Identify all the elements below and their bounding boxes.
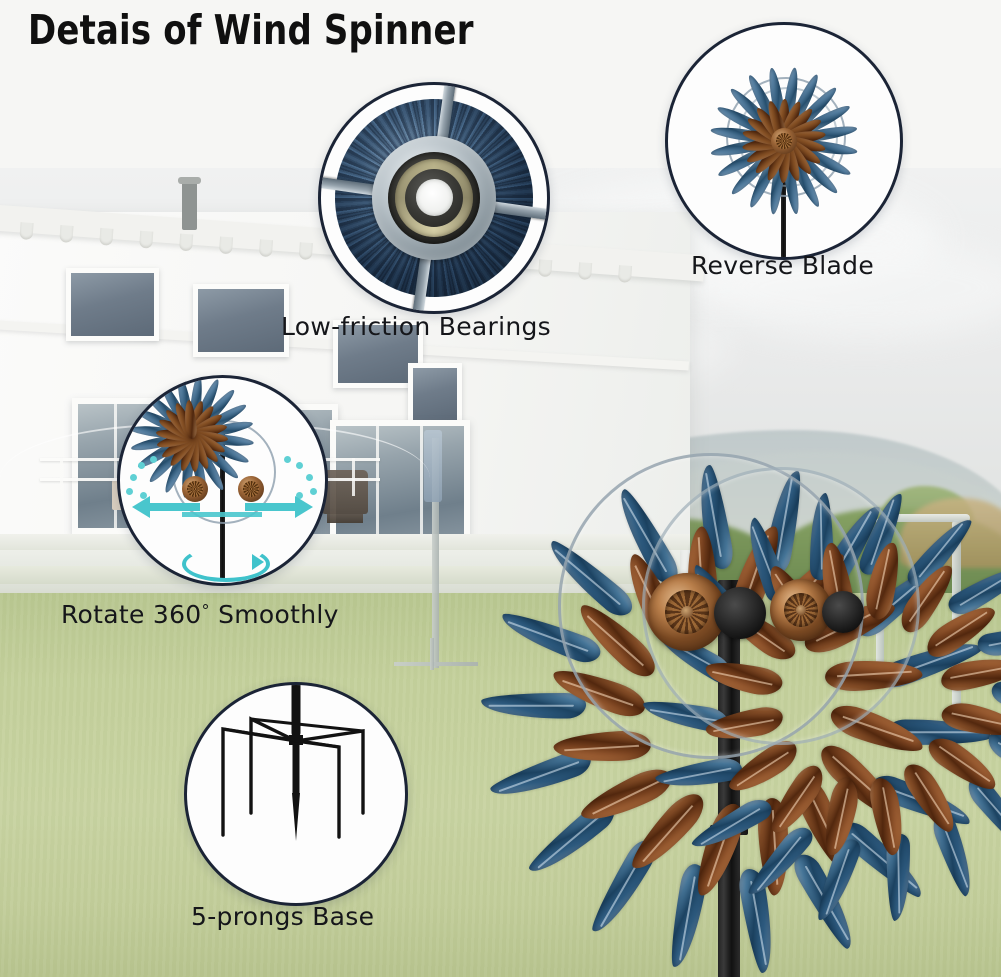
frame-bar <box>884 514 970 522</box>
callout-label-bearings: Low-friction Bearings <box>281 312 551 341</box>
rotor-bearing <box>822 591 864 633</box>
wind-spinner-product <box>470 355 1001 977</box>
window <box>408 363 462 425</box>
chimney <box>178 177 201 230</box>
window <box>333 320 423 388</box>
rotate-label-suffix: Smoothly <box>218 600 339 629</box>
rotor-bearing <box>714 587 766 639</box>
mini-hub <box>771 128 797 154</box>
bearing-bore <box>416 179 453 216</box>
rotation-arrow-left-icon <box>132 496 150 518</box>
callout-label-base: 5-prongs Base <box>191 902 375 931</box>
callout-label-rotate: Rotate 360° Smoothly <box>61 600 339 629</box>
tripod-foot <box>430 638 434 670</box>
rotation-arrow-shaft <box>182 512 262 517</box>
degree-symbol: ° <box>201 601 210 620</box>
rotation-arrow-shaft <box>150 503 200 511</box>
window <box>193 284 289 357</box>
spinner-front-view-icon <box>665 22 903 260</box>
rotation-loop-arrowhead-icon <box>252 554 264 570</box>
copper-blade <box>866 777 909 856</box>
mini-hub <box>238 476 264 502</box>
window <box>66 268 159 341</box>
mini-hub <box>182 476 208 502</box>
bearing-closeup-icon <box>318 82 550 314</box>
rotation-loop-icon <box>182 546 270 582</box>
stand-head <box>424 430 442 502</box>
copper-blade <box>937 699 1001 742</box>
tripod-pole <box>432 438 439 668</box>
stake-drawing <box>221 685 365 841</box>
copper-blade <box>687 794 777 857</box>
rotate-label-main: Rotate 360 <box>61 600 202 629</box>
rotation-arrow-shaft <box>245 503 295 511</box>
spinner-side-view-icon <box>117 375 328 586</box>
rotor-hub-left <box>648 573 726 651</box>
callout-label-reverse-blade: Reverse Blade <box>691 251 875 280</box>
rotor-ring <box>642 467 920 745</box>
page-title: Detais of Wind Spinner <box>28 6 474 54</box>
rotation-arrow-right-icon <box>295 496 313 518</box>
five-prong-stake-icon <box>184 682 408 906</box>
tripod-foot <box>394 662 478 666</box>
rotor-hub-right <box>770 579 832 641</box>
